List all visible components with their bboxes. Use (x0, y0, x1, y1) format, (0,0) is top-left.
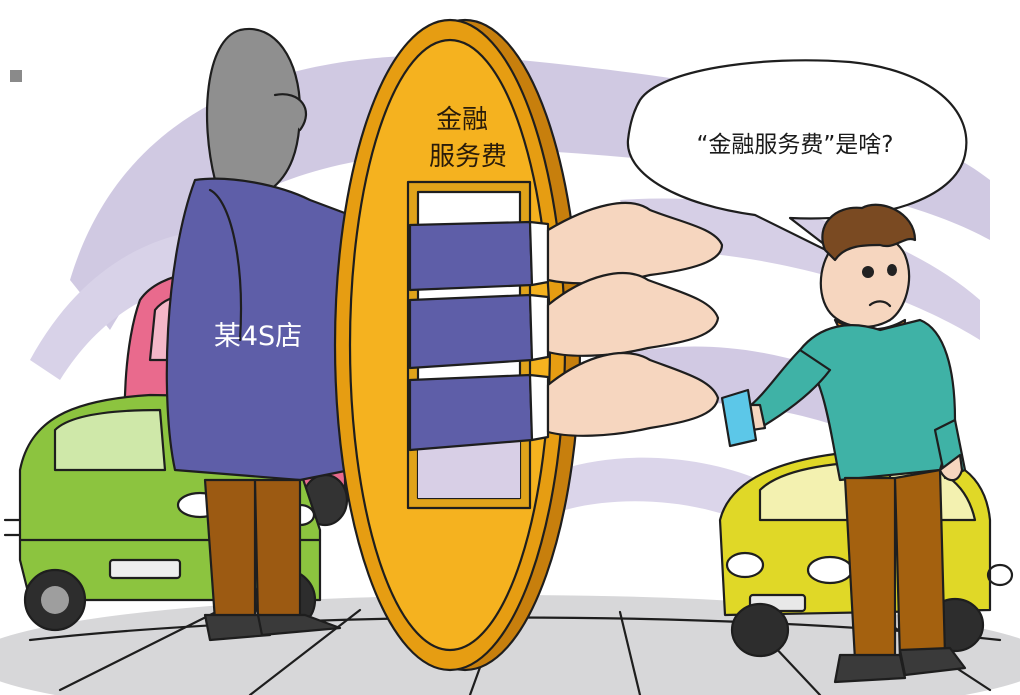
bank-card-icon (720, 388, 758, 448)
store-label: 某4S店 (214, 321, 302, 352)
arm-bottom (408, 352, 720, 452)
store-figure-body (165, 177, 352, 642)
arm-top (408, 201, 724, 292)
reaching-arms (408, 201, 724, 452)
customer-figure (737, 203, 967, 684)
arm-middle (408, 272, 720, 370)
coin-label-line1: 金融 (436, 105, 488, 135)
store-figure-head (205, 27, 307, 192)
coin-label-line2: 服务费 (429, 142, 507, 172)
speech-text: “金融服务费”是啥? (696, 132, 893, 158)
